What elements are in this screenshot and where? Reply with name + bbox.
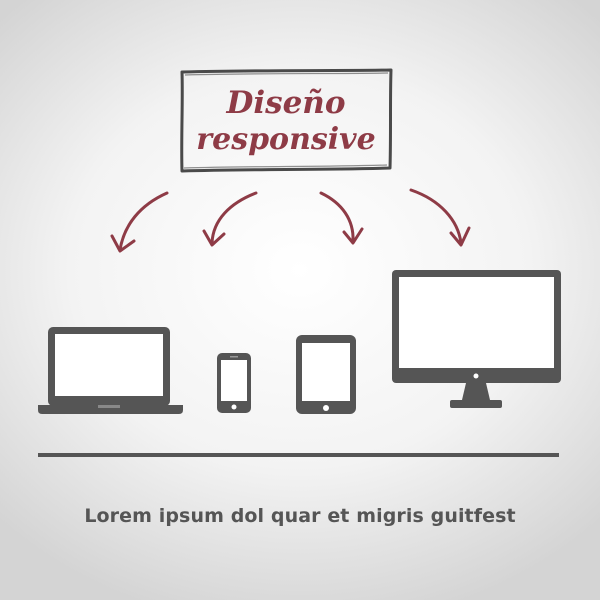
arrow-to-phone-icon bbox=[202, 191, 258, 247]
title-line-2: responsive bbox=[196, 122, 375, 157]
title-box: Diseño responsive bbox=[180, 68, 393, 173]
title-line-1: Diseño bbox=[225, 85, 345, 121]
laptop-icon bbox=[38, 327, 183, 414]
arrows bbox=[110, 188, 471, 253]
smartphone-icon bbox=[217, 353, 251, 413]
arrow-to-tablet-icon bbox=[319, 191, 364, 245]
title-frame bbox=[180, 68, 393, 173]
divider-line bbox=[38, 453, 559, 457]
monitor-icon bbox=[392, 270, 561, 408]
caption-text: Lorem ipsum dol quar et migris guitfest bbox=[84, 505, 516, 527]
arrow-to-laptop-icon bbox=[110, 191, 169, 253]
tablet-icon bbox=[296, 335, 356, 414]
arrow-to-monitor-icon bbox=[409, 188, 471, 247]
